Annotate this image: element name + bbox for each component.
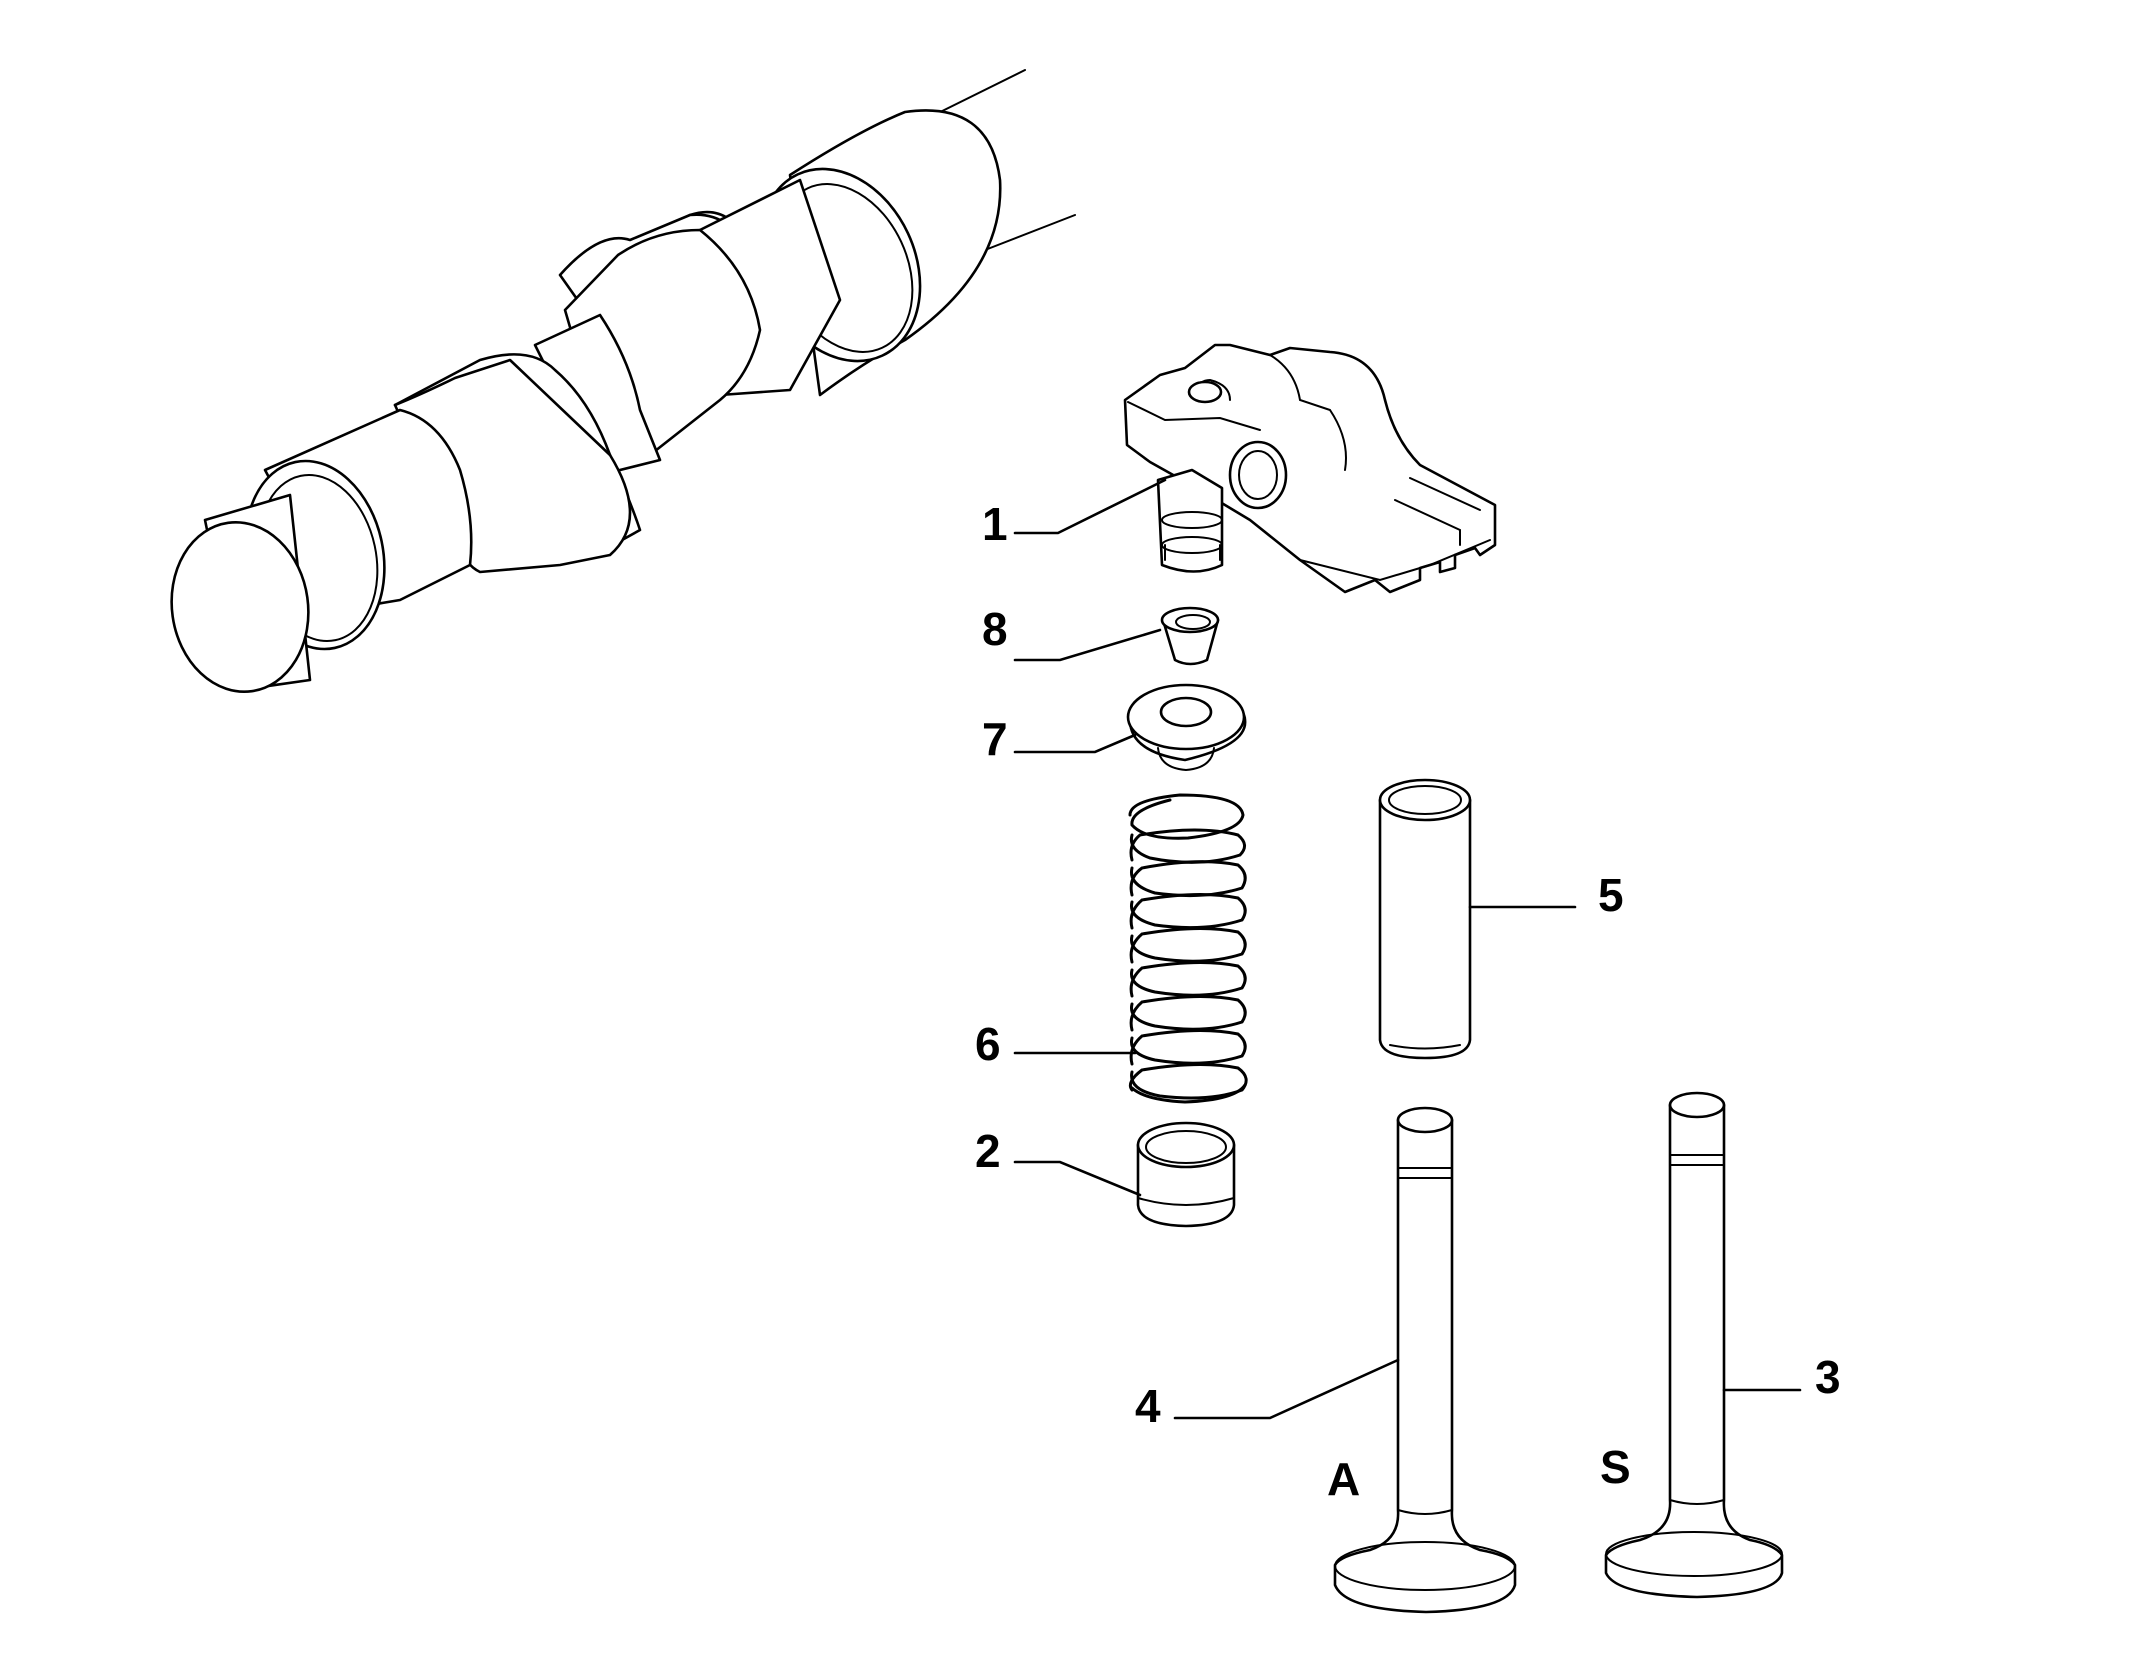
callout-3: 3 — [1815, 1351, 1841, 1403]
intake-valve-part — [1604, 1091, 1784, 1599]
valve-guide-part — [1378, 778, 1472, 1060]
leader-lines — [1013, 478, 1802, 1420]
callout-7: 7 — [982, 713, 1008, 765]
callout-8: 8 — [982, 603, 1008, 655]
callout-labels: 1 8 7 6 2 5 4 3 A S — [975, 498, 1841, 1505]
variant-label-a: A — [1327, 1453, 1360, 1505]
callout-1: 1 — [982, 498, 1008, 550]
exhaust-valve-part — [1333, 1106, 1517, 1614]
camshaft — [170, 69, 1076, 694]
leader-4 — [1173, 1358, 1400, 1420]
variant-label-s: S — [1600, 1441, 1631, 1493]
callout-2: 2 — [975, 1125, 1001, 1177]
callout-6: 6 — [975, 1018, 1001, 1070]
valve-spring-part — [1128, 793, 1248, 1104]
spring-seat-part — [1136, 1121, 1236, 1228]
leader-7 — [1013, 733, 1137, 754]
rocker-arm-part — [1123, 343, 1497, 594]
leader-2 — [1013, 1160, 1142, 1197]
callout-4: 4 — [1135, 1380, 1161, 1432]
spring-retainer-part — [1126, 683, 1247, 772]
callout-5: 5 — [1598, 869, 1624, 921]
leader-1 — [1013, 478, 1167, 535]
valve-cotter-part — [1160, 606, 1220, 666]
leader-8 — [1013, 628, 1162, 662]
